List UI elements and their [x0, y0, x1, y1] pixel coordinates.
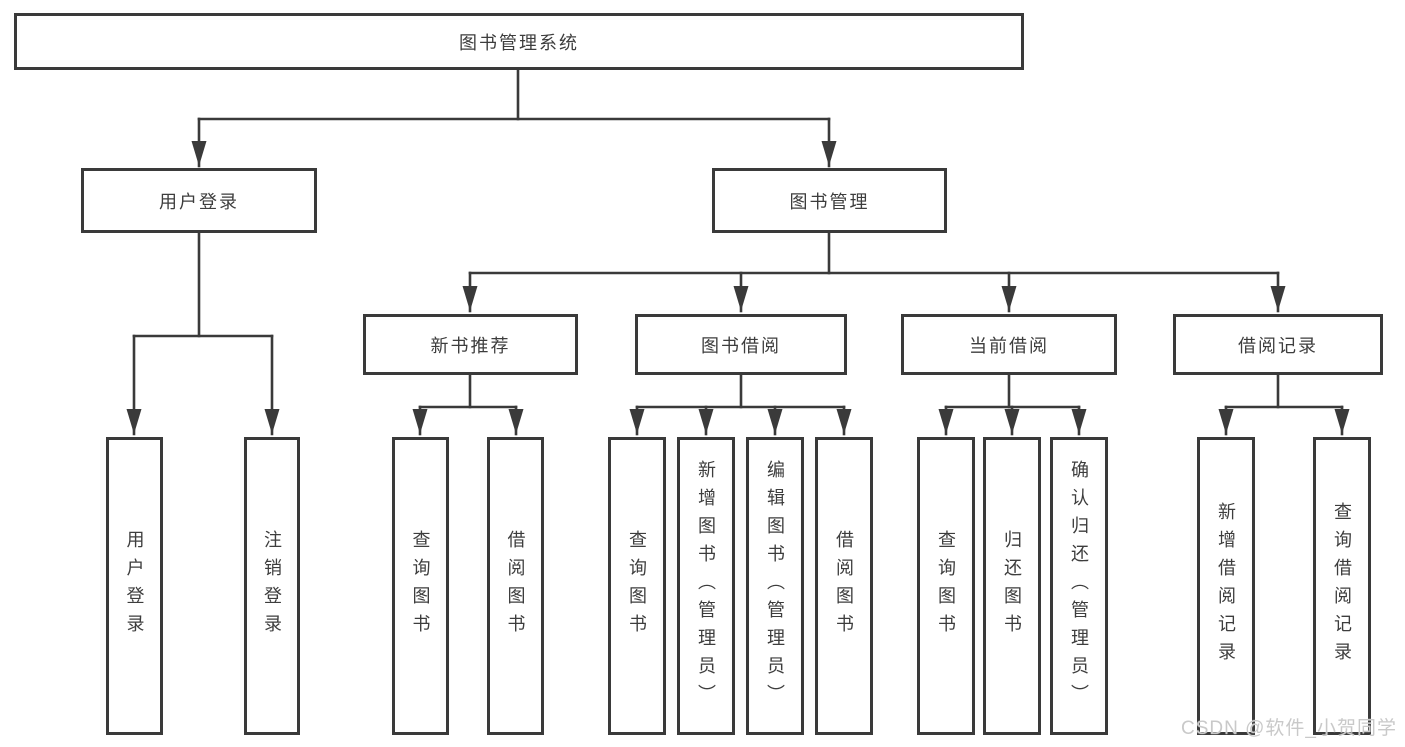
leaf-logout: 注销登录 [244, 437, 300, 735]
node-current-borrowing: 当前借阅 [901, 314, 1117, 375]
leaf-borrow-query-books: 查询图书 [608, 437, 666, 735]
node-new-book-recommend: 新书推荐 [363, 314, 578, 375]
leaf-current-confirm-return-admin-label: 确认归还（管理员） [1069, 460, 1089, 712]
leaf-records-add-record: 新增借阅记录 [1197, 437, 1255, 735]
leaf-borrow-borrow-books-label: 借阅图书 [834, 530, 854, 642]
leaf-current-return-books-label: 归还图书 [1002, 530, 1022, 642]
leaf-newrec-query-books-label: 查询图书 [410, 530, 431, 642]
leaf-current-query-books: 查询图书 [917, 437, 975, 735]
leaf-records-query-record-label: 查询借阅记录 [1332, 502, 1352, 670]
leaf-newrec-query-books: 查询图书 [392, 437, 449, 735]
node-library-management-system: 图书管理系统 [14, 13, 1024, 70]
leaf-records-query-record: 查询借阅记录 [1313, 437, 1371, 735]
leaf-user-login: 用户登录 [106, 437, 163, 735]
leaf-newrec-borrow-books-label: 借阅图书 [505, 530, 526, 642]
leaf-borrow-borrow-books: 借阅图书 [815, 437, 873, 735]
leaf-current-confirm-return-admin: 确认归还（管理员） [1050, 437, 1108, 735]
leaf-borrow-edit-books-admin: 编辑图书（管理员） [746, 437, 804, 735]
node-user-login: 用户登录 [81, 168, 317, 233]
leaf-records-add-record-label: 新增借阅记录 [1216, 502, 1236, 670]
csdn-watermark: CSDN @软件_小贺同学 [1181, 718, 1397, 739]
leaf-logout-label: 注销登录 [262, 530, 282, 642]
node-borrowing-records: 借阅记录 [1173, 314, 1383, 375]
leaf-newrec-borrow-books: 借阅图书 [487, 437, 544, 735]
leaf-borrow-edit-books-admin-label: 编辑图书（管理员） [765, 460, 785, 712]
node-book-management: 图书管理 [712, 168, 947, 233]
node-book-borrowing: 图书借阅 [635, 314, 847, 375]
leaf-borrow-add-books-admin-label: 新增图书（管理员） [696, 460, 716, 712]
leaf-current-return-books: 归还图书 [983, 437, 1041, 735]
leaf-borrow-query-books-label: 查询图书 [627, 530, 647, 642]
leaf-borrow-add-books-admin: 新增图书（管理员） [677, 437, 735, 735]
leaf-current-query-books-label: 查询图书 [936, 530, 956, 642]
leaf-user-login-label: 用户登录 [124, 530, 145, 642]
